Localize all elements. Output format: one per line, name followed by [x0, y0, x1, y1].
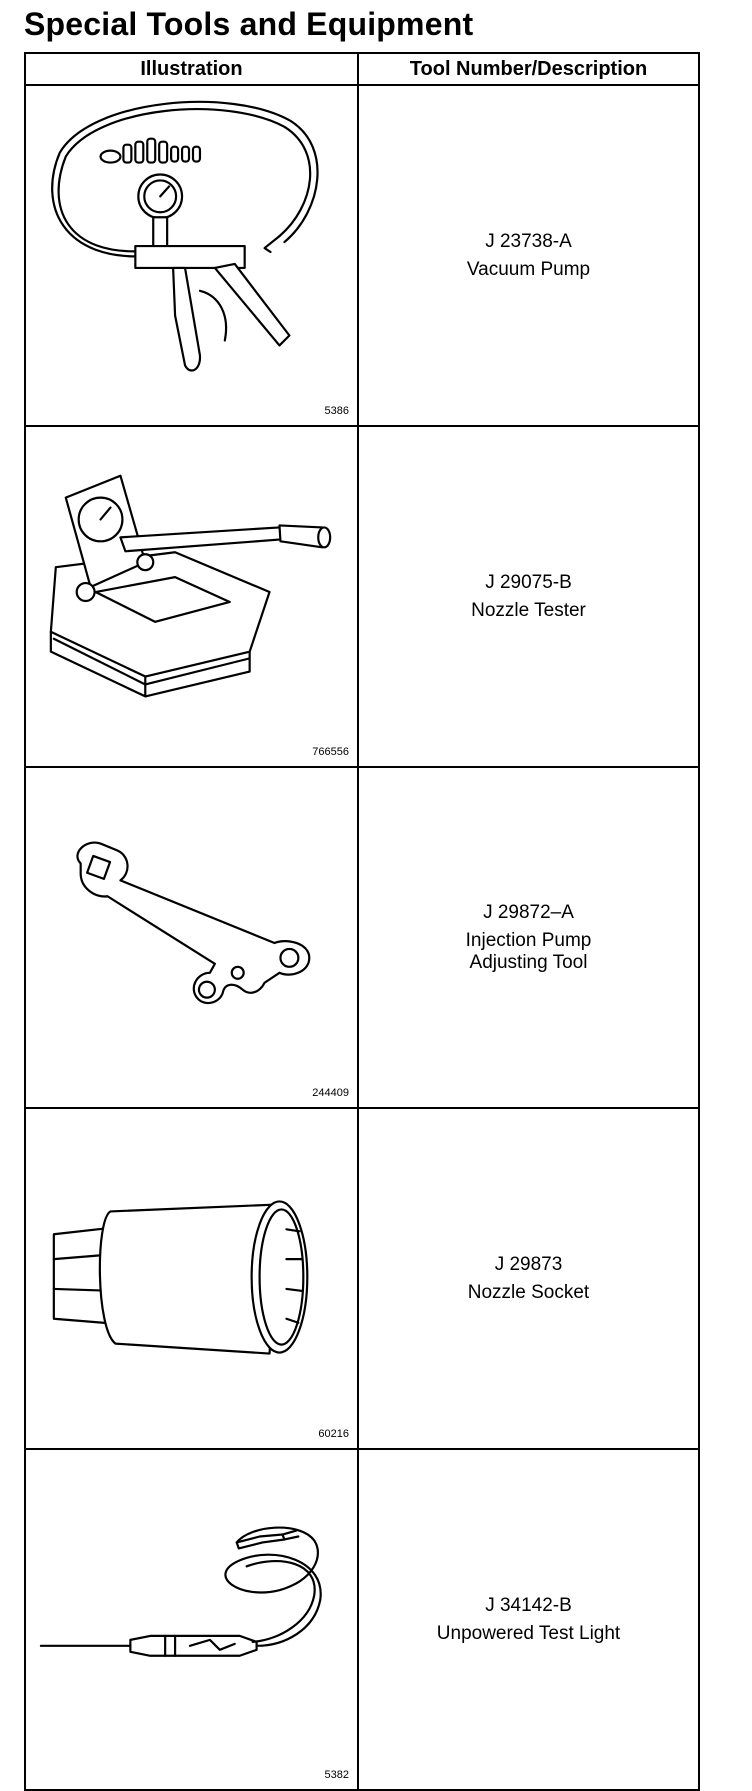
- page-title: Special Tools and Equipment: [24, 6, 474, 42]
- table-header-row: Illustration Tool Number/Description: [24, 52, 700, 86]
- table-row: 244409 J 29872–A Injection Pump Adjustin…: [24, 766, 700, 1109]
- illustration-column-header: Illustration: [24, 52, 359, 86]
- tool-number: J 29872–A: [483, 901, 574, 923]
- illustration-cell: 244409: [24, 766, 359, 1109]
- illustration-cell: 5386: [24, 84, 359, 427]
- nozzle-tester-illustration: [49, 474, 332, 698]
- tool-description: Nozzle Tester: [471, 599, 586, 621]
- special-tools-table: Illustration Tool Number/Description: [24, 52, 700, 1791]
- table-row: 766556 J 29075-B Nozzle Tester: [24, 425, 700, 768]
- description-column-header: Tool Number/Description: [357, 52, 700, 86]
- tool-description: Injection Pump Adjusting Tool: [465, 929, 592, 973]
- table-row: 60216 J 29873 Nozzle Socket: [24, 1107, 700, 1450]
- tool-description: Unpowered Test Light: [436, 1622, 621, 1644]
- nozzle-socket-illustration: [52, 1200, 309, 1355]
- figure-number: 5386: [324, 405, 349, 417]
- tool-number: J 23738-A: [485, 230, 572, 252]
- tool-description: Vacuum Pump: [466, 258, 591, 280]
- adjusting-tool-illustration: [76, 841, 311, 1005]
- description-cell: J 29873 Nozzle Socket: [357, 1107, 700, 1450]
- adapter-fittings: [99, 137, 202, 164]
- figure-number: 244409: [312, 1087, 349, 1099]
- tool-number: J 34142-B: [485, 1594, 572, 1616]
- tool-description: Nozzle Socket: [467, 1281, 590, 1303]
- table-row: 5382 J 34142-B Unpowered Test Light: [24, 1448, 700, 1791]
- tool-number: J 29873: [494, 1253, 563, 1275]
- table-row: 5386 J 23738-A Vacuum Pump: [24, 84, 700, 427]
- description-cell: J 34142-B Unpowered Test Light: [357, 1448, 700, 1791]
- figure-number: 60216: [318, 1428, 349, 1440]
- illustration-cell: 766556: [24, 425, 359, 768]
- figure-number: 5382: [324, 1769, 349, 1781]
- illustration-cell: 5382: [24, 1448, 359, 1791]
- tool-number: J 29075-B: [485, 571, 572, 593]
- figure-number: 766556: [312, 746, 349, 758]
- vacuum-pump-illustration: [51, 100, 319, 372]
- description-cell: J 29872–A Injection Pump Adjusting Tool: [357, 766, 700, 1109]
- description-cell: J 23738-A Vacuum Pump: [357, 84, 700, 427]
- test-light-illustration: [39, 1526, 322, 1657]
- description-cell: J 29075-B Nozzle Tester: [357, 425, 700, 768]
- illustration-cell: 60216: [24, 1107, 359, 1450]
